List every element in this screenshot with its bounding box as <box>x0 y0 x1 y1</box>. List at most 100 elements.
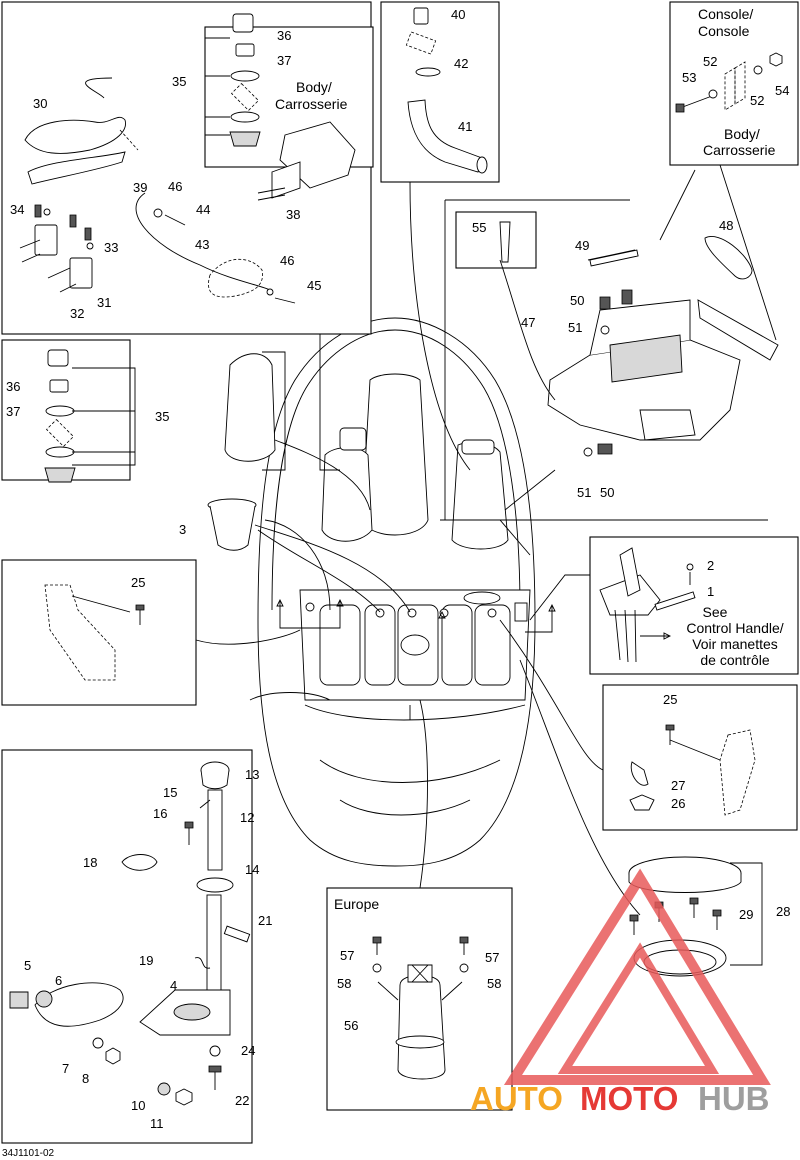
console-assembly <box>444 164 779 521</box>
callout-34: 34 <box>10 202 24 217</box>
callout-48: 48 <box>719 218 733 233</box>
see-label-line2: Control Handle/ <box>686 620 783 636</box>
watermark-hub: HUB <box>698 1080 770 1117</box>
strap-part-39 <box>27 151 126 185</box>
drawing-code: 34J1101-02 <box>2 1148 55 1159</box>
callout-45: 45 <box>307 278 321 293</box>
callout-35b: 35 <box>155 409 169 424</box>
cable-part-43 <box>135 192 296 304</box>
left-bracket-box <box>1 559 197 706</box>
callout-26: 26 <box>671 796 685 811</box>
callout-1: 1 <box>707 584 714 599</box>
body-label-line1: Body/ <box>296 79 332 95</box>
watercraft-hull <box>257 317 556 867</box>
callout-42: 42 <box>454 56 468 71</box>
console-label-line2: Console <box>698 23 750 39</box>
callout-54: 54 <box>775 83 789 98</box>
seat-assembly-box <box>1 1 374 335</box>
callout-3: 3 <box>179 522 186 537</box>
control-handle-box <box>529 536 799 675</box>
callout-57b: 57 <box>485 950 499 965</box>
callout-18: 18 <box>83 855 97 870</box>
callout-6: 6 <box>55 973 62 988</box>
callout-19: 19 <box>139 953 153 968</box>
body-panel <box>257 121 356 201</box>
europe-label: Europe <box>334 896 379 912</box>
glovebox-lid <box>224 351 286 471</box>
callout-43: 43 <box>195 237 209 252</box>
callout-12: 12 <box>240 810 254 825</box>
callout-51a: 51 <box>568 320 582 335</box>
callout-46: 46 <box>168 179 182 194</box>
watermark-triangle-inner <box>557 942 720 1074</box>
callout-55: 55 <box>472 220 486 235</box>
callout-32: 32 <box>70 306 84 321</box>
seat-part-30 <box>24 116 126 154</box>
watermark-auto: AUTO <box>470 1080 563 1117</box>
callout-33: 33 <box>104 240 118 255</box>
callout-52b: 52 <box>750 93 764 108</box>
callout-10: 10 <box>131 1098 145 1113</box>
watermark-moto: MOTO <box>580 1080 678 1117</box>
europe-box <box>326 887 513 1111</box>
body-label-line2: Carrosserie <box>275 96 348 112</box>
hardware-small <box>34 204 94 250</box>
callout-13: 13 <box>245 767 259 782</box>
callout-21: 21 <box>258 913 272 928</box>
callout-51b: 51 <box>577 485 591 500</box>
hose-part-41 <box>405 7 488 174</box>
see-label-line4: de contrôle <box>700 652 769 668</box>
callout-50b: 50 <box>600 485 614 500</box>
callout-24: 24 <box>241 1043 255 1058</box>
console-hardware-box <box>669 1 799 166</box>
callout-4: 4 <box>170 978 177 993</box>
callout-25b: 25 <box>663 692 677 707</box>
cover-parts-36-37-left <box>44 349 76 483</box>
callout-27: 27 <box>671 778 685 793</box>
text-labels: Body/ Carrosserie Console/ Console Body/… <box>2 6 784 1159</box>
hose-box <box>380 1 500 183</box>
callout-31: 31 <box>97 295 111 310</box>
callout-35: 35 <box>172 74 186 89</box>
leader-lines <box>195 181 641 916</box>
callout-38: 38 <box>286 207 300 222</box>
bracket-part-31 <box>19 224 93 293</box>
body-label-line4: Carrosserie <box>703 142 776 158</box>
watermark-text: AUTO MOTO HUB <box>470 1080 770 1117</box>
callout-58b: 58 <box>487 976 501 991</box>
callout-2: 2 <box>707 558 714 573</box>
callout-46b: 46 <box>280 253 294 268</box>
callout-57a: 57 <box>340 948 354 963</box>
callout-44: 44 <box>196 202 210 217</box>
callout-8: 8 <box>82 1071 89 1086</box>
callout-14: 14 <box>245 862 259 877</box>
callout-7: 7 <box>62 1061 69 1076</box>
callout-16: 16 <box>153 806 167 821</box>
see-label-line1: See <box>703 604 728 620</box>
callout-50a: 50 <box>570 293 584 308</box>
watermark-logo <box>503 868 771 1085</box>
callout-labels: 36 37 35 30 39 46 44 43 34 33 31 32 46 4… <box>6 7 790 1131</box>
callout-39: 39 <box>133 180 147 195</box>
callout-29: 29 <box>739 907 753 922</box>
callout-11: 11 <box>150 1116 164 1131</box>
callout-5: 5 <box>24 958 31 973</box>
callout-41: 41 <box>458 119 472 134</box>
body-label-line3: Body/ <box>724 126 760 142</box>
callout-40: 40 <box>451 7 465 22</box>
callout-53: 53 <box>682 70 696 85</box>
callout-36: 36 <box>277 28 291 43</box>
callout-49: 49 <box>575 238 589 253</box>
callout-52a: 52 <box>703 54 717 69</box>
callout-58a: 58 <box>337 976 351 991</box>
callout-15: 15 <box>163 785 177 800</box>
callout-37: 37 <box>277 53 291 68</box>
callout-56: 56 <box>344 1018 358 1033</box>
watermark-triangle-outer <box>503 868 771 1085</box>
callout-47: 47 <box>521 315 535 330</box>
see-label-line3: Voir manettes <box>692 636 778 652</box>
callout-37b: 37 <box>6 404 20 419</box>
console-label-line1: Console/ <box>698 6 753 22</box>
cup-holder-part-3 <box>207 498 257 551</box>
